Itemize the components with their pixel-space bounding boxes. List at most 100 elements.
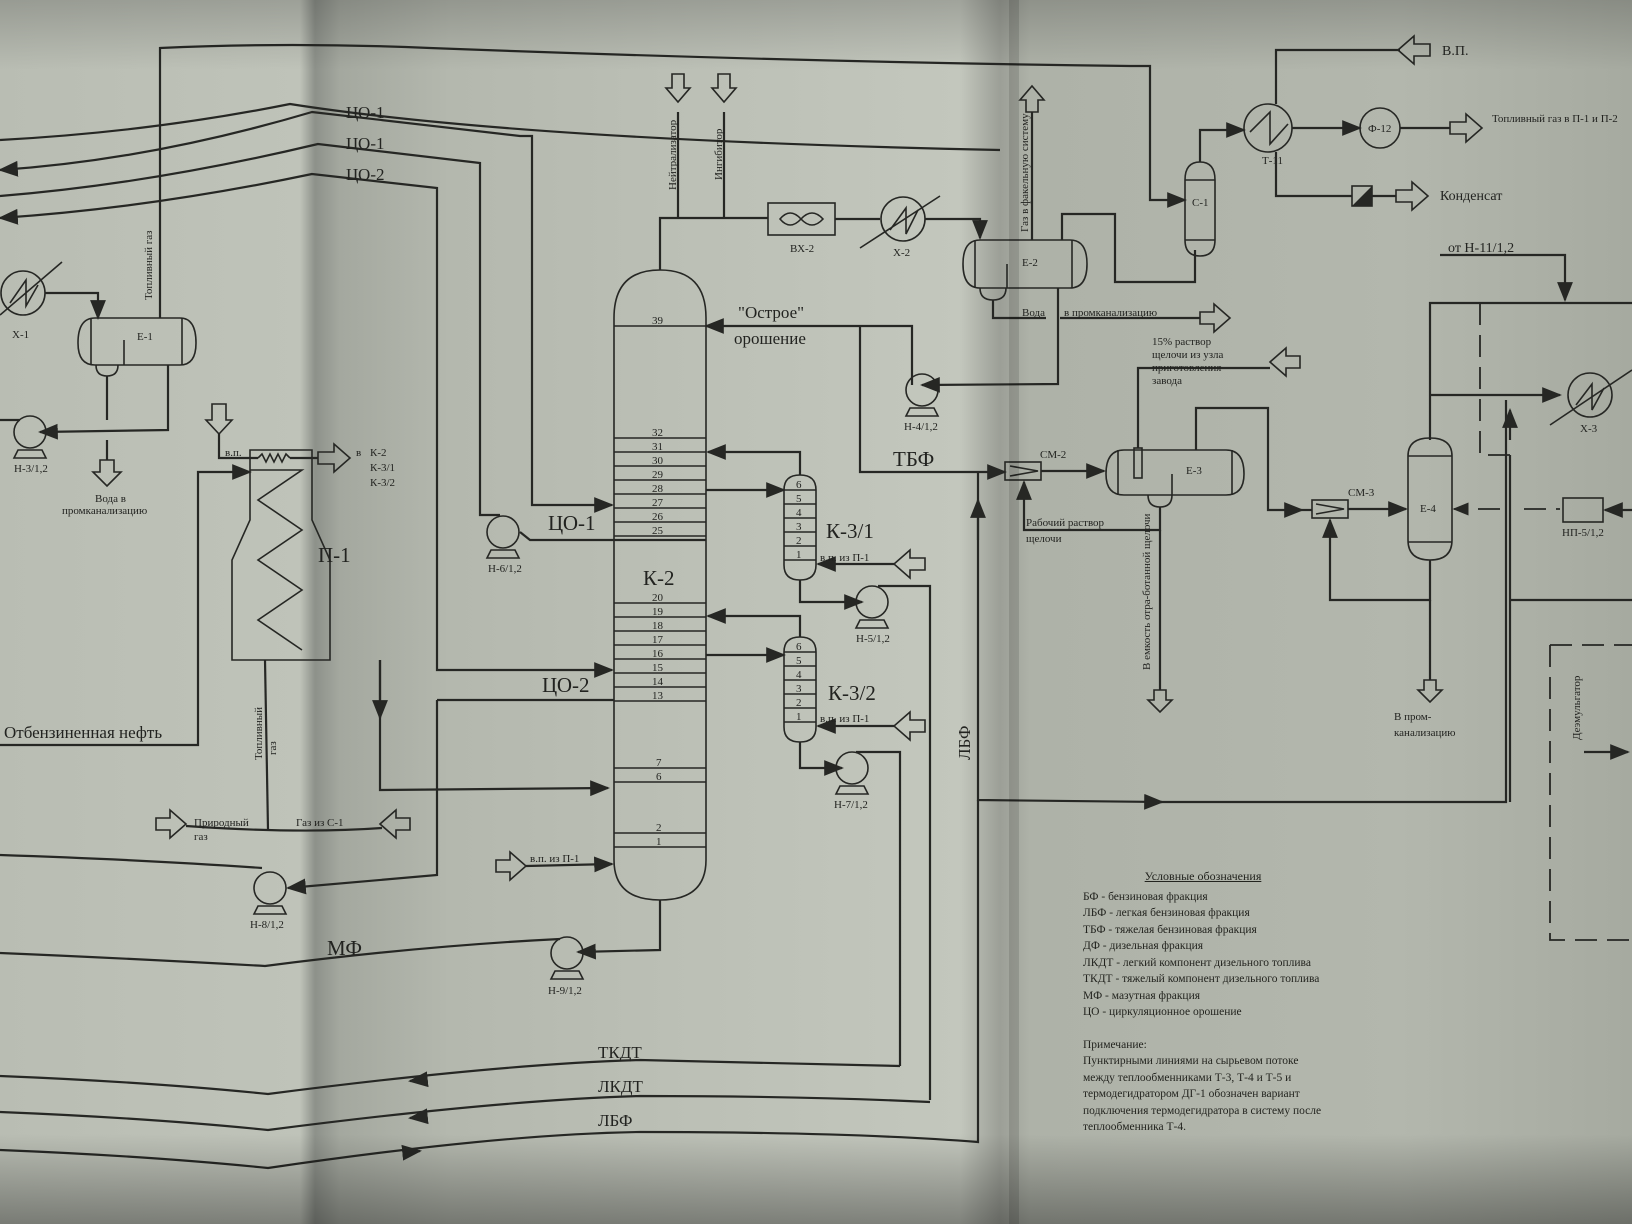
- inhibitor-arrow: [710, 73, 738, 104]
- tray-number: 3: [796, 521, 802, 533]
- tray-number: 25: [652, 525, 664, 537]
- column-k2: [613, 269, 707, 901]
- tray-number: 7: [656, 757, 662, 769]
- pump-h6-label: Н-6/1,2: [488, 563, 522, 575]
- tkdt-label: ТКДТ: [598, 1043, 642, 1062]
- x1-label: Х-1: [12, 329, 29, 341]
- cooler-x2: [859, 195, 941, 249]
- steam-k32-arrow: [892, 710, 926, 742]
- reflux-label-2: орошение: [734, 329, 806, 348]
- natural-gas-in-arrow: [155, 808, 188, 840]
- pump-h4-label: Н-4/1,2: [904, 421, 938, 433]
- f12-label: Ф-12: [1368, 123, 1391, 135]
- x3-label: Х-3: [1580, 423, 1598, 435]
- tray-number: 3: [796, 683, 802, 695]
- condensate-arrow: [1395, 180, 1430, 212]
- e3-label: Е-3: [1186, 465, 1202, 477]
- steam-in-p1-label: в.п.: [225, 447, 242, 459]
- spent-alkali-label: В емкость отра-ботанной щелочи: [1141, 513, 1153, 670]
- lbf-bottom-label: ЛБФ: [598, 1111, 632, 1130]
- co1-return-label: ЦО-1: [548, 511, 596, 535]
- demulsifier-label: Деэмульгатор: [1571, 675, 1583, 740]
- fuel-gas-e1-label: Топливный газ: [143, 230, 155, 300]
- legend-item: ЛКДТ - легкий компонент дизельного топли…: [1083, 956, 1311, 969]
- heat-exchanger-t11: [1243, 103, 1293, 153]
- drum-e2: [962, 239, 1088, 301]
- cm3-label: СМ-3: [1348, 487, 1375, 499]
- t11-label: Т-11: [1262, 155, 1283, 167]
- alkali-15-line1: 15% раствор: [1152, 336, 1212, 348]
- top-process-lines: [0, 43, 1187, 208]
- tray-number: 30: [652, 455, 664, 467]
- to-sewer-e4-arrow: [1416, 679, 1444, 704]
- fuel-gas-out-label-1: Топливный газ в П-1 и П-2: [1492, 113, 1618, 125]
- working-alkali-1: Рабочий раствор: [1026, 517, 1105, 529]
- tray-number: 20: [652, 592, 664, 604]
- legend-item: БФ - бензиновая фракция: [1083, 890, 1208, 903]
- steam-k2-arrow: [495, 850, 528, 882]
- pump-h3-label: Н-3/1,2: [14, 463, 48, 475]
- note-line: подключения термодегидратора в систему п…: [1083, 1104, 1322, 1117]
- pump-h8: [252, 871, 288, 915]
- air-cooler-label: ВХ-2: [790, 243, 814, 255]
- stripper-k32-label: К-3/2: [828, 681, 876, 705]
- furnace-p1-label: П-1: [318, 543, 351, 567]
- gas-to-flare-label: Газ в факельную систему: [1019, 113, 1031, 232]
- tray-number: 2: [796, 535, 802, 547]
- steam-k31-arrow: [892, 548, 926, 580]
- tray-number: 32: [652, 427, 663, 439]
- tray-number: 4: [796, 669, 802, 681]
- natural-gas-2: газ: [194, 831, 208, 843]
- reflux-label-1: "Острое": [738, 303, 804, 322]
- co-lines: [0, 110, 608, 672]
- pump-h5-label: Н-5/1,2: [856, 633, 890, 645]
- to-sewer-e2-label: в промканализацию: [1064, 307, 1157, 319]
- alkali-15-line4: завода: [1152, 375, 1182, 387]
- legend-item: ТКДТ - тяжелый компонент дизельного топл…: [1083, 973, 1320, 985]
- neutralizer-label: Нейтрализатор: [667, 119, 679, 190]
- working-alkali-2: щелочи: [1026, 533, 1062, 545]
- alkali-15-line3: приготовления: [1152, 362, 1221, 374]
- pump-h8-label: Н-8/1,2: [250, 919, 284, 931]
- tray-number: 2: [656, 822, 662, 834]
- tray-number: 29: [652, 469, 664, 481]
- steam-out-arrow-p1: [317, 442, 352, 474]
- c1-label: С-1: [1192, 197, 1209, 209]
- alkali-15-line2: щелочи из узла: [1152, 349, 1224, 361]
- water-out-e2-arrow: [1199, 302, 1232, 334]
- vp-label: В.П.: [1442, 44, 1468, 59]
- note-line: теплообменника Т-4.: [1083, 1121, 1186, 1133]
- to-columns-prefix: в: [356, 447, 361, 459]
- tray-number: 6: [656, 771, 662, 783]
- pump-h7: [834, 751, 870, 795]
- legend-item: МФ - мазутная фракция: [1083, 989, 1201, 1002]
- water-out-arrow-e1: [91, 459, 123, 488]
- co1-label-b: ЦО-1: [346, 134, 385, 153]
- tray-number: 2: [796, 697, 802, 709]
- stripper-k32: [783, 636, 817, 743]
- tray-number: 1: [656, 836, 662, 848]
- tray-number: 5: [796, 655, 802, 667]
- legend-title: Условные обозначения: [1144, 869, 1262, 883]
- legend-item: ТБФ - тяжелая бензиновая фракция: [1083, 923, 1257, 936]
- co2-return-label: ЦО-2: [542, 673, 590, 697]
- alkali-in-arrow: [1268, 346, 1301, 378]
- fuel-gas-p1-2: газ: [267, 741, 279, 755]
- x2-label: Х-2: [893, 247, 910, 259]
- gas-from-c1-arrow: [378, 808, 411, 840]
- mf-label: МФ: [327, 936, 362, 960]
- legend-block: Условные обозначения БФ - бензиновая фра…: [1083, 868, 1413, 1136]
- inhibitor-label: Ингибитор: [713, 128, 725, 180]
- pump-h9-label: Н-9/1,2: [548, 985, 582, 997]
- pump-h9: [549, 936, 585, 980]
- steam-k32-label: в.п. из П-1: [820, 713, 869, 725]
- tray-number: 6: [796, 641, 802, 653]
- tray-number: 6: [796, 479, 802, 491]
- cm2-label: СМ-2: [1040, 449, 1066, 461]
- condensate-label: Конденсат: [1440, 189, 1502, 204]
- fuel-gas-out-arrow: [1449, 112, 1484, 144]
- steam-trap: [1351, 185, 1373, 207]
